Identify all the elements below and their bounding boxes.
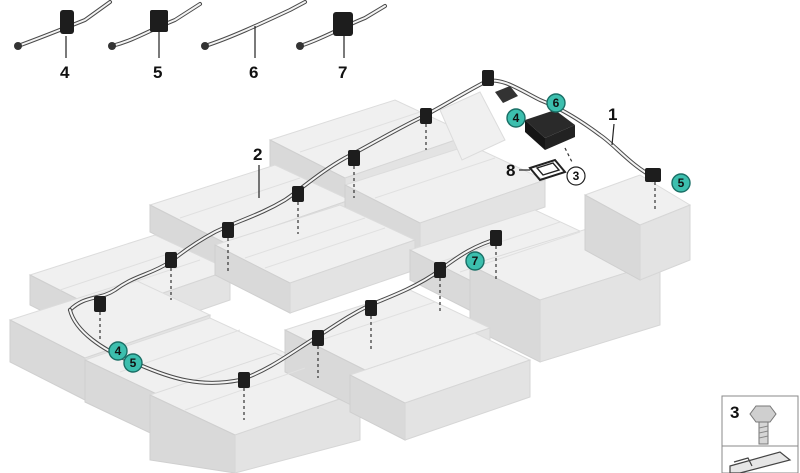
battery-module [348, 332, 532, 441]
svg-text:6: 6 [553, 96, 560, 110]
cable-part-6 [201, 0, 307, 58]
callout-badge-4: 4 [506, 108, 526, 128]
harness-clip [94, 296, 106, 312]
inset-label: 3 [730, 403, 739, 422]
bracket-part-8 [528, 158, 567, 182]
part-label-7: 7 [338, 63, 347, 82]
inset-part-3: 3 [721, 395, 799, 473]
wrench-icon [729, 451, 792, 473]
part-label-4: 4 [60, 63, 70, 82]
part-label-1: 1 [608, 105, 617, 124]
harness-clip [165, 252, 177, 268]
connector-box [495, 86, 575, 150]
harness-clip [222, 222, 234, 238]
part-label-8: 8 [506, 161, 515, 180]
part-label-2: 2 [253, 145, 262, 164]
loose-parts [14, 0, 387, 58]
leader-1 [611, 123, 615, 146]
svg-text:4: 4 [513, 111, 520, 125]
cable-part-5 [108, 2, 202, 58]
control-box [583, 174, 692, 281]
part-label-5: 5 [153, 63, 162, 82]
harness-clip [312, 330, 324, 346]
part-label-6: 6 [249, 63, 258, 82]
cover-panel [439, 91, 506, 161]
harness-clip [238, 372, 250, 388]
battery-module [213, 204, 417, 314]
callout-circle-3: 3 [566, 166, 586, 186]
harness-clip [348, 150, 360, 166]
harness-clip [490, 230, 502, 246]
battery-pack [8, 91, 692, 473]
svg-text:4: 4 [115, 344, 122, 358]
callout-badge-5: 5 [671, 173, 691, 193]
callout-badge-4: 4 [108, 341, 128, 361]
svg-text:7: 7 [472, 254, 479, 268]
cable-part-7 [296, 4, 387, 58]
harness-clip [420, 108, 432, 124]
harness-clip [292, 186, 304, 202]
callout-badge-6: 6 [546, 93, 566, 113]
harness-clip [482, 70, 494, 86]
end-connector [645, 168, 661, 182]
svg-text:3: 3 [573, 169, 580, 183]
cable-part-4 [14, 0, 112, 58]
harness-clip [365, 300, 377, 316]
callout-badge-5: 5 [123, 353, 143, 373]
bolt-icon [749, 405, 777, 445]
svg-text:5: 5 [130, 356, 137, 370]
svg-text:5: 5 [678, 176, 685, 190]
callout-badge-7: 7 [465, 251, 485, 271]
harness-clip [434, 262, 446, 278]
